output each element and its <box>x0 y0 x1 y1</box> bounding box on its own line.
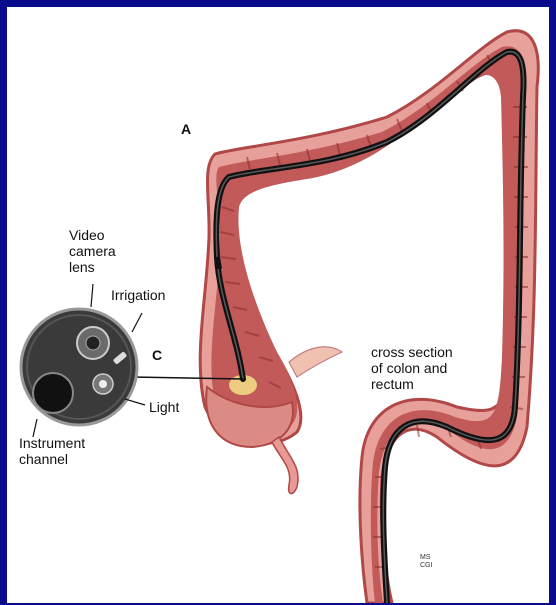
label-light: Light <box>149 399 179 415</box>
light-port-center <box>99 380 107 388</box>
label-a: A <box>181 121 191 137</box>
colon <box>200 31 538 603</box>
label-video-camera-lens: Video camera lens <box>69 227 116 275</box>
colonoscopy-illustration <box>7 7 549 603</box>
terminal-ileum <box>289 347 342 377</box>
label-cross-section: cross section of colon and rectum <box>371 344 453 392</box>
camera-lens-center <box>86 336 100 350</box>
label-instrument-channel: Instrument channel <box>19 435 85 467</box>
irrigation-leader <box>132 313 142 332</box>
video-leader <box>91 284 93 307</box>
colonoscope-tip-segment <box>217 257 219 269</box>
light-leader <box>125 399 145 405</box>
label-c: C <box>152 347 162 363</box>
appendix <box>272 437 298 494</box>
label-irrigation: Irrigation <box>111 287 165 303</box>
artist-signature: MS CGI <box>420 554 432 570</box>
instrument-channel-icon <box>33 373 73 413</box>
illustration-panel: A C Video camera lens Irrigation Light I… <box>7 7 549 603</box>
